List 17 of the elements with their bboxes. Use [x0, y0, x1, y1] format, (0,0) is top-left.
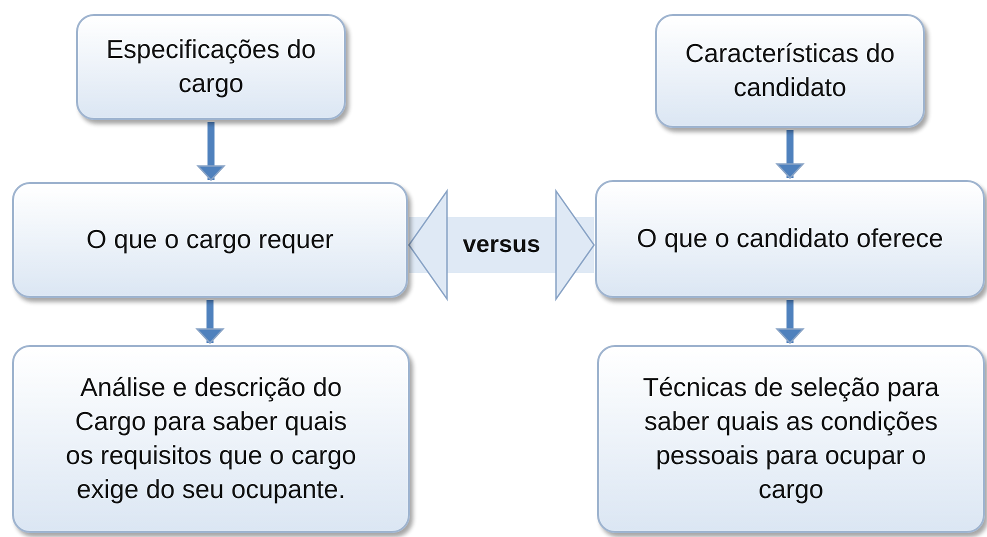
double-block-arrow — [408, 190, 595, 300]
box-text: Técnicas de seleção para saber quais as condições pessoais para ocupar o cargo — [642, 371, 940, 506]
box-text: Análise e descrição do Cargo para saber quais os requisitos que o cargo exige do seu ocupante. — [64, 371, 358, 506]
box-text: O que o candidato oferece — [636, 222, 944, 256]
box-text: Características do candidato — [684, 37, 896, 104]
down-arrow — [196, 300, 224, 344]
process-box — [76, 14, 346, 120]
process-box — [12, 345, 410, 533]
process-box — [12, 182, 408, 298]
down-arrow — [197, 122, 225, 181]
process-box — [655, 14, 925, 128]
down-arrow — [776, 300, 804, 344]
box-text: O que o cargo requer — [86, 223, 334, 256]
down-arrow — [776, 130, 804, 179]
process-box — [595, 180, 985, 298]
box-text: Especificações do cargo — [105, 33, 317, 100]
process-box — [597, 345, 985, 533]
